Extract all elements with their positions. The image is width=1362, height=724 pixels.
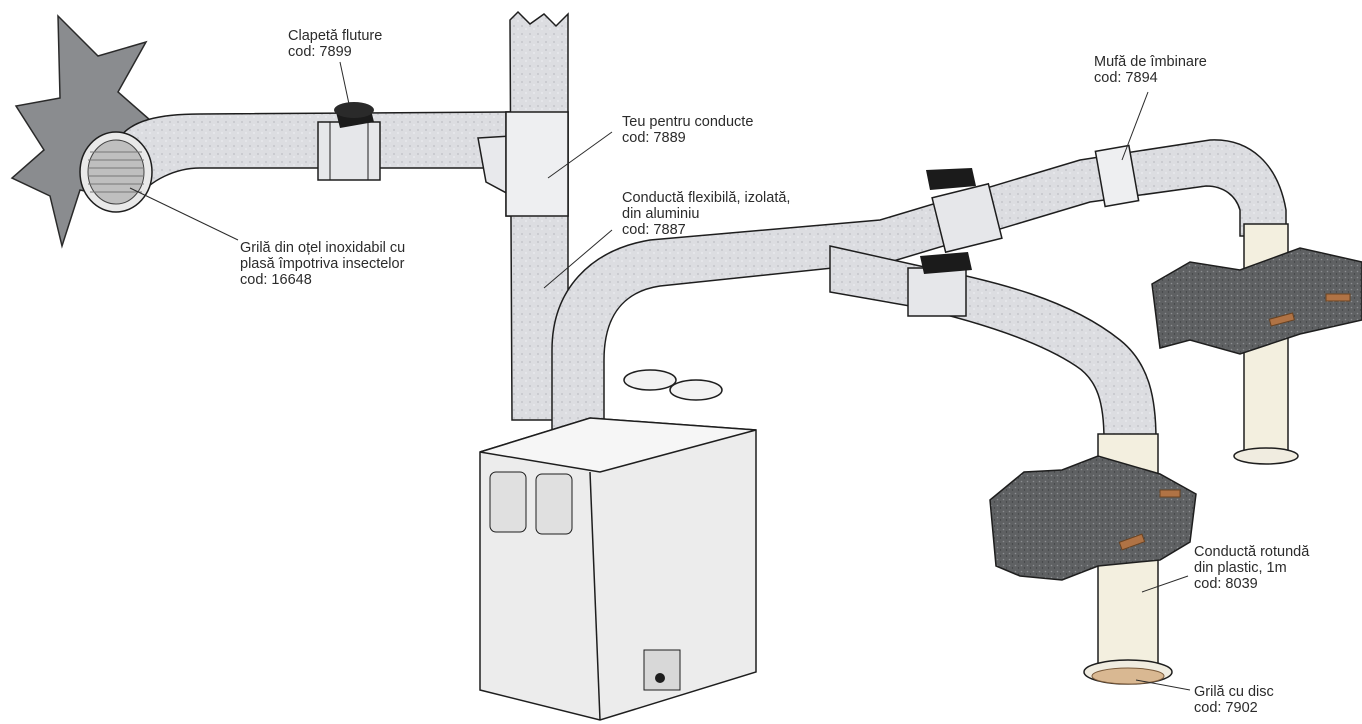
- label-rotunda-line1: Conductă rotundă: [1194, 544, 1310, 560]
- label-grila-inox: Grilă din oțel inoxidabil cu plasă împot…: [240, 240, 405, 288]
- duct-left-horizontal: [117, 111, 513, 200]
- label-mufa-name: Mufă de îmbinare: [1094, 54, 1207, 70]
- label-grila-inox-line2: plasă împotriva insectelor: [240, 256, 405, 272]
- label-flexibila-code: cod: 7887: [622, 222, 686, 238]
- label-teu-code: cod: 7889: [622, 130, 686, 146]
- label-mufa: Mufă de îmbinare cod: 7894: [1094, 54, 1207, 86]
- leader-rotunda: [1141, 575, 1189, 593]
- label-grila-inox-code: cod: 16648: [240, 272, 312, 288]
- butterfly-damper-upper: [926, 168, 1003, 254]
- label-grila-disc-name: Grilă cu disc: [1194, 684, 1274, 700]
- label-flexibila-line2: din aluminiu: [622, 206, 700, 222]
- label-flexibila-line1: Conductă flexibilă, izolată,: [622, 190, 791, 206]
- label-rotunda-line2: din plastic, 1m: [1194, 560, 1287, 576]
- stainless-grille: [79, 131, 153, 213]
- coupling-sleeve: [1094, 144, 1140, 208]
- tee-collar: [505, 111, 569, 217]
- label-mufa-code: cod: 7894: [1094, 70, 1158, 86]
- concrete-slab-far: [1151, 247, 1362, 355]
- label-rotunda-code: cod: 8039: [1194, 576, 1258, 592]
- label-conducta-rotunda: Conductă rotundă din plastic, 1m cod: 80…: [1194, 544, 1309, 592]
- concrete-slab-near: [989, 455, 1197, 581]
- duct-flexible-arc: [551, 139, 1287, 431]
- leader-grila-disc: [1135, 679, 1191, 691]
- duct-flexible-branch: [829, 245, 1157, 441]
- label-clapeta-fluture: Clapetă fluture cod: 7899: [288, 28, 382, 60]
- butterfly-damper-left: [317, 102, 381, 181]
- label-grila-inox-line1: Grilă din oțel inoxidabil cu: [240, 240, 406, 256]
- leader-teu: [547, 131, 613, 179]
- ventilation-unit: [479, 369, 757, 721]
- leader-grila-inox: [129, 187, 239, 241]
- label-clapeta-name: Clapetă fluture: [288, 28, 383, 44]
- label-conducta-flexibila: Conductă flexibilă, izolată, din alumini…: [622, 190, 790, 238]
- label-teu-name: Teu pentru conducte: [622, 114, 754, 130]
- copper-pipes: [1118, 293, 1351, 551]
- label-grila-disc-code: cod: 7902: [1194, 700, 1258, 716]
- label-grila-disc: Grilă cu disc cod: 7902: [1194, 684, 1274, 716]
- label-teu: Teu pentru conducte cod: 7889: [622, 114, 753, 146]
- leader-mufa: [1121, 91, 1149, 161]
- leader-flexibila: [543, 229, 613, 289]
- label-clapeta-code: cod: 7899: [288, 44, 352, 60]
- leader-clapeta: [339, 61, 353, 119]
- butterfly-damper-lower: [907, 252, 972, 317]
